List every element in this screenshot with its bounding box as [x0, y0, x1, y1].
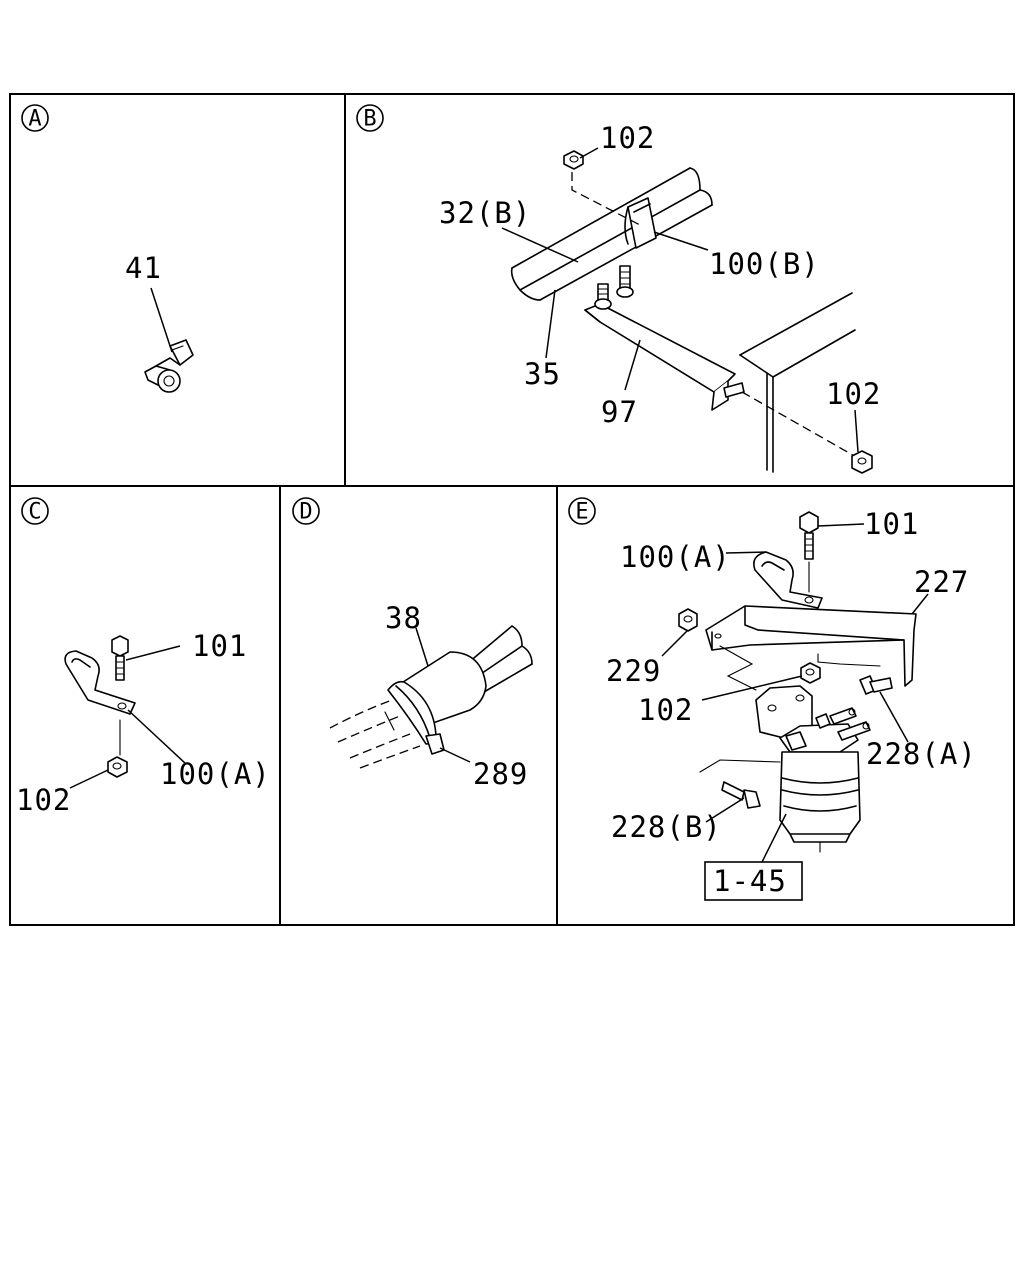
label-38: 38	[385, 601, 422, 635]
panel-d-tag: D	[292, 497, 320, 525]
frame-rail	[739, 292, 856, 473]
label-32b: 32(B)	[439, 196, 531, 230]
panel-c: C 101 100(A) 102	[16, 497, 271, 817]
nut-102-right	[851, 450, 873, 474]
label-101-c: 101	[192, 629, 247, 663]
label-41: 41	[125, 251, 162, 285]
hose-clip-41	[144, 339, 194, 393]
svg-text:D: D	[299, 500, 312, 525]
label-101-e: 101	[864, 507, 919, 541]
label-289: 289	[473, 757, 528, 791]
label-97: 97	[601, 395, 638, 429]
label-100a-e: 100(A)	[620, 540, 731, 574]
panel-frames	[9, 93, 1015, 926]
label-102-top: 102	[600, 121, 655, 155]
nut-102-c	[107, 756, 128, 778]
label-227: 227	[914, 565, 969, 599]
bolt-101-e	[799, 511, 819, 560]
panel-b: B	[356, 104, 881, 474]
panel-b-tag: B	[356, 104, 384, 132]
fuel-filter-bowl	[779, 751, 861, 853]
clip-100a-e	[753, 551, 823, 609]
svg-text:C: C	[28, 500, 41, 525]
panel-c-tag: C	[21, 497, 49, 525]
label-100b: 100(B)	[709, 247, 820, 281]
bracket-studs	[594, 265, 745, 398]
label-35: 35	[524, 357, 561, 391]
panel-e-tag: E	[568, 497, 596, 525]
panel-a-tag: A	[21, 104, 49, 132]
svg-text:A: A	[28, 107, 41, 132]
label-102-c: 102	[16, 783, 71, 817]
bolt-228b	[721, 781, 761, 809]
bolt-101-c	[111, 635, 129, 681]
bolt-228a	[859, 675, 893, 695]
label-102-e: 102	[638, 693, 693, 727]
label-ref-1-45: 1-45	[713, 864, 787, 898]
pipe-clip-100b	[624, 197, 657, 249]
nut-102-top	[563, 150, 584, 170]
nut-102-e	[800, 662, 821, 684]
bracket-227	[705, 605, 917, 687]
clip-100a-c	[64, 650, 136, 715]
filter-head	[755, 685, 871, 753]
protector-38	[387, 651, 487, 745]
panel-e: E	[568, 497, 977, 901]
nut-229	[678, 608, 698, 632]
label-228b: 228(B)	[611, 810, 722, 844]
svg-text:B: B	[363, 107, 376, 132]
fuel-pipes	[510, 167, 713, 301]
label-100a-c: 100(A)	[160, 757, 271, 791]
panel-a: A 41	[21, 104, 194, 393]
panel-d: D 38 289	[292, 497, 533, 791]
svg-text:E: E	[575, 500, 588, 525]
label-229: 229	[606, 654, 661, 688]
ref-box-1-45: 1-45	[704, 861, 803, 901]
label-228a: 228(A)	[866, 737, 977, 771]
label-102-right: 102	[826, 377, 881, 411]
band-289	[425, 733, 445, 755]
